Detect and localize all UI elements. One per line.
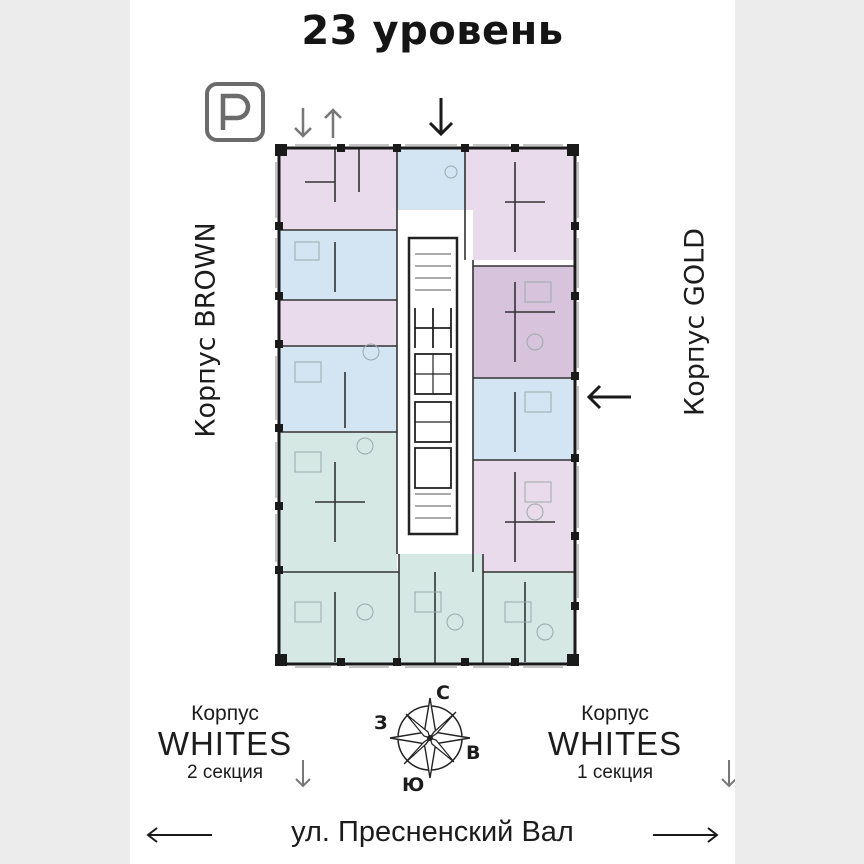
building-label-brown: Корпус BROWN — [190, 222, 222, 438]
apartment-2-room[interactable] — [279, 230, 397, 300]
arrow-down-icon — [721, 760, 735, 788]
compass-west-label: З — [374, 712, 388, 734]
compass-east-label: В — [466, 742, 481, 764]
whites-1-line2: WHITES — [547, 725, 683, 762]
parking-icon — [205, 82, 265, 142]
arrow-up-icon — [324, 108, 342, 138]
floor-plan-page: 23 уровень Корпус BROWN Корпус GOLD — [130, 0, 735, 864]
compass-rose-icon — [389, 697, 471, 779]
apartment-3-room[interactable] — [545, 148, 575, 260]
whites-1-line3: 1 секция — [576, 762, 653, 783]
apartment-studio[interactable] — [279, 300, 397, 346]
whites-2-line2: WHITES — [157, 725, 293, 762]
compass-south-label: Ю — [402, 774, 425, 796]
apartment-3-room[interactable] — [483, 572, 575, 664]
whites-2-line1: Корпус — [191, 702, 259, 725]
compass-north-label: С — [436, 682, 450, 704]
arrow-down-icon — [294, 108, 312, 138]
apartment-2-room[interactable] — [279, 346, 397, 432]
apartment-2-room[interactable] — [397, 148, 465, 210]
apartment-3-room[interactable] — [473, 266, 575, 378]
apartment-3-room[interactable] — [279, 148, 397, 230]
apartment-4-room[interactable] — [279, 572, 399, 664]
arrow-down-icon — [295, 760, 311, 788]
building-label-whites-1: Корпус WHITES 1 секция — [530, 702, 700, 784]
whites-2-line3: 2 секция — [186, 762, 263, 783]
apartment-2-room[interactable] — [473, 378, 575, 460]
street-arrow-right-icon — [653, 827, 719, 843]
page-title: 23 уровень — [301, 8, 564, 54]
street-arrow-left-icon — [146, 827, 212, 843]
building-label-whites-2: Корпус WHITES 2 секция — [140, 702, 310, 784]
whites-1-line1: Корпус — [581, 702, 649, 725]
entrance-arrow-icon — [586, 384, 631, 410]
apartment-3-room[interactable] — [473, 460, 575, 572]
building-label-gold: Корпус GOLD — [679, 228, 711, 416]
floor-plan — [275, 144, 579, 668]
entrance-arrow-icon — [428, 98, 454, 137]
street-name: ул. Пресненский Вал — [291, 816, 574, 848]
apartment-3-room[interactable] — [465, 148, 545, 260]
